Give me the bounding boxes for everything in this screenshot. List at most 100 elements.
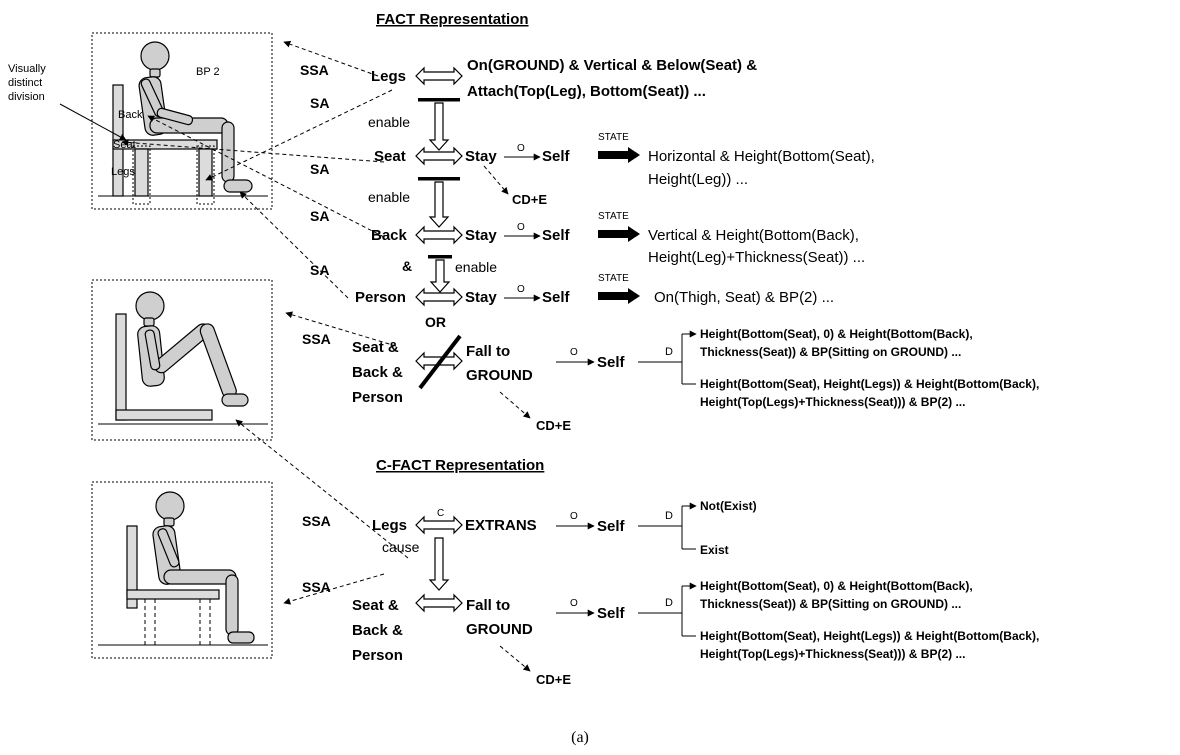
cfact-fall-r2b: Height(Top(Legs)+Thickness(Seat))) & BP(… <box>700 647 965 661</box>
legs-label: Legs <box>111 166 135 178</box>
enable-label-3: enable <box>455 259 497 275</box>
cfact-legs-op: EXTRANS <box>465 517 537 534</box>
cfact-legs-o: O <box>570 511 578 522</box>
fact-fall-entity-3: Person <box>352 389 403 406</box>
fallen-person-figure <box>136 292 248 406</box>
legs-entity: Legs <box>371 68 406 85</box>
fact-fall-d: D <box>665 346 673 358</box>
fact-fall-r1b: Thickness(Seat)) & BP(Sitting on GROUND)… <box>700 345 961 359</box>
cause-label: cause <box>382 539 420 555</box>
cause-arrow <box>430 538 448 590</box>
sa-label-1: SA <box>310 95 329 111</box>
cfact-fall-o: O <box>570 598 578 609</box>
sa-label-3: SA <box>310 208 329 224</box>
seat-label: Seat <box>113 139 136 151</box>
person-self: Self <box>542 289 571 306</box>
seat-text-1: Horizontal & Height(Bottom(Seat), <box>648 148 875 165</box>
back-o: O <box>517 222 525 233</box>
amp-label: & <box>402 258 412 274</box>
cfact-fall-self: Self <box>597 605 626 622</box>
ssa-label-2: SSA <box>302 331 331 347</box>
back-entity: Back <box>371 227 408 244</box>
cfact-legs-r2: Exist <box>700 543 729 557</box>
enable-arrow-1 <box>430 103 448 150</box>
cfact-legs-d: D <box>665 510 673 522</box>
seat-self: Self <box>542 148 571 165</box>
cfact-c: C <box>437 508 444 519</box>
back-state: STATE <box>598 211 629 222</box>
cfact-title: C-FACT Representation <box>376 457 544 474</box>
panel-fact-sitting: BP 2 Back Seat Legs <box>92 33 272 209</box>
enable-bar-2 <box>418 177 460 181</box>
cfact-fall-op-1: Fall to <box>466 597 510 614</box>
fallen-chair-back <box>116 314 126 420</box>
fact-fall-self: Self <box>597 354 626 371</box>
enable-label-1: enable <box>368 114 410 130</box>
cfact-fall-entity-1: Seat & <box>352 597 399 614</box>
person-state-arrow <box>598 288 640 304</box>
cfact-fall-double-arrow <box>416 595 462 611</box>
fact-fall-cde: CD+E <box>536 418 571 433</box>
cfact-fall-d: D <box>665 597 673 609</box>
seat-entity: Seat <box>374 148 406 165</box>
fact-fall-cde-arrow <box>500 392 530 418</box>
visually-label: Visually <box>8 63 46 75</box>
sa-label-4: SA <box>310 262 329 278</box>
fact-fall-op-2: GROUND <box>466 367 533 384</box>
cfact-legs-self: Self <box>597 518 626 535</box>
back-text-1: Vertical & Height(Bottom(Back), <box>648 227 859 244</box>
back-op: Stay <box>465 227 497 244</box>
chair-leg-back <box>199 149 212 196</box>
legs-double-arrow <box>416 68 462 84</box>
back-double-arrow <box>416 227 462 243</box>
cfact-legs-r1: Not(Exist) <box>700 499 757 513</box>
seat-state: STATE <box>598 132 629 143</box>
seat-text-2: Height(Leg)) ... <box>648 171 748 188</box>
enable-label-2: enable <box>368 189 410 205</box>
cfact-ssa-label-2: SSA <box>302 579 331 595</box>
enable-arrow-3 <box>431 260 449 292</box>
enable-bar-1 <box>418 98 460 102</box>
back-self: Self <box>542 227 571 244</box>
enable-bar-3 <box>428 255 452 259</box>
back-state-arrow <box>598 226 640 242</box>
legs-text-1: On(GROUND) & Vertical & Below(Seat) & <box>467 57 757 74</box>
chair-leg-front <box>135 149 148 196</box>
cfact-legs-entity: Legs <box>372 517 407 534</box>
ssa-label-1: SSA <box>300 62 329 78</box>
panel-fallen <box>92 280 272 440</box>
person-state: STATE <box>598 273 629 284</box>
cfact-fall-r1a: Height(Bottom(Seat), 0) & Height(Bottom(… <box>700 579 973 593</box>
ssa-arrow-legs <box>284 42 378 76</box>
cfact-fall-r1b: Thickness(Seat)) & BP(Sitting on GROUND)… <box>700 597 961 611</box>
seat-state-arrow <box>598 147 640 163</box>
fact-fall-r2b: Height(Top(Legs)+Thickness(Seat))) & BP(… <box>700 395 965 409</box>
fact-title: FACT Representation <box>376 11 529 28</box>
cfact-ssa-label-1: SSA <box>302 513 331 529</box>
seated-person-figure <box>138 42 252 192</box>
seat-o: O <box>517 143 525 154</box>
division-label: division <box>8 91 45 103</box>
fact-fall-o: O <box>570 347 578 358</box>
back-text-2: Height(Leg)+Thickness(Seat)) ... <box>648 249 865 266</box>
fact-fall-entity-1: Seat & <box>352 339 399 356</box>
seat-cde-arrow <box>484 166 508 194</box>
fact-fall-r2a: Height(Bottom(Seat), Height(Legs)) & Hei… <box>700 377 1039 391</box>
person-op: Stay <box>465 289 497 306</box>
figure-caption: (a) <box>571 729 589 746</box>
cfact-fall-entity-3: Person <box>352 647 403 664</box>
cfact-legs-double-arrow <box>416 517 462 533</box>
fact-fall-op-1: Fall to <box>466 343 510 360</box>
sa-label-2: SA <box>310 161 329 177</box>
cfact-fall-op-2: GROUND <box>466 621 533 638</box>
cfact-fall-entity-2: Back & <box>352 622 403 639</box>
seat-cde: CD+E <box>512 192 547 207</box>
enable-arrow-2 <box>430 182 448 227</box>
distinct-label: distinct <box>8 77 42 89</box>
cfact-fall-cde: CD+E <box>536 672 571 687</box>
fact-fall-entity-2: Back & <box>352 364 403 381</box>
seat-op: Stay <box>465 148 497 165</box>
fallen-chair-seat <box>116 410 212 420</box>
person-o: O <box>517 284 525 295</box>
